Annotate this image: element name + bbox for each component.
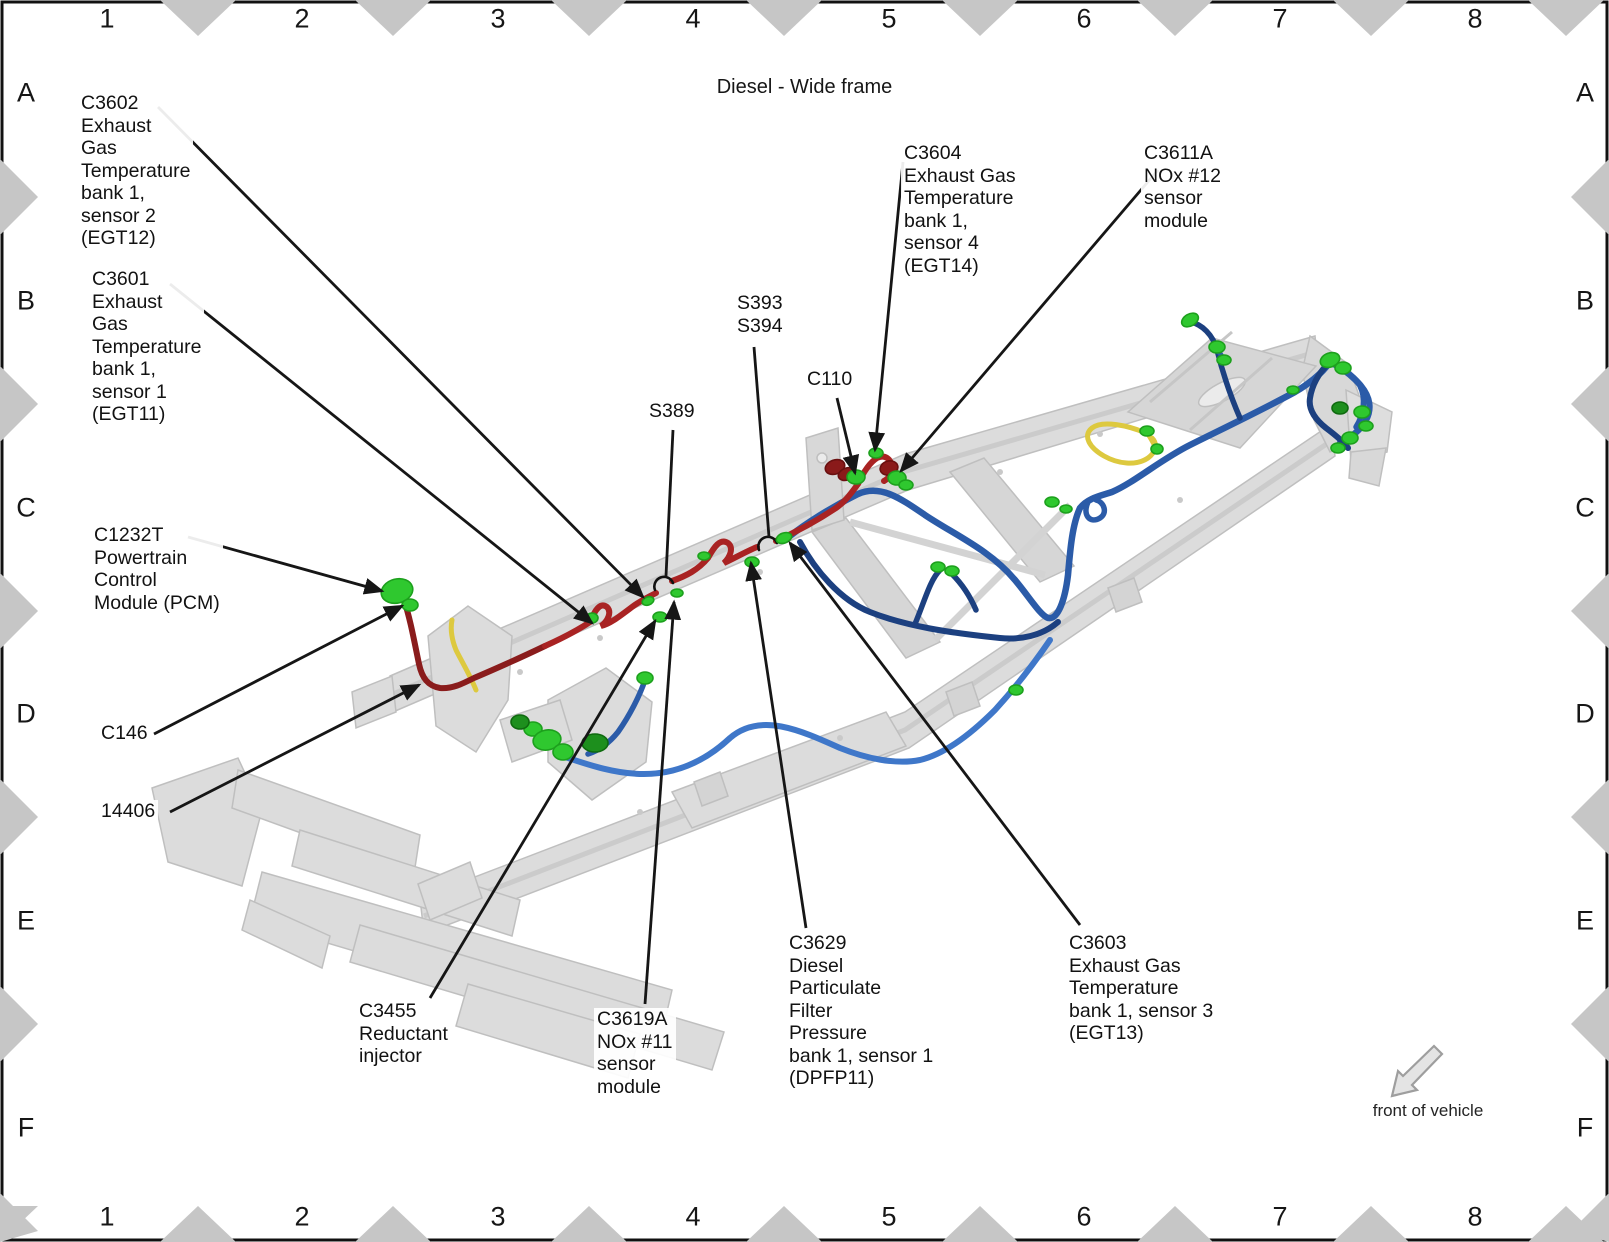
callout-c3629: C3629 Diesel Particulate Filter Pressure… [786,932,937,1090]
leader-c3603 [788,540,1082,926]
grid-row-right-c: C [1575,492,1595,523]
callout-c110: C110 [804,368,856,391]
grid-col-top-2: 2 [294,3,310,34]
callout-c1232t: C1232T Powertrain Control Module (PCM) [91,524,223,614]
grid-row-right-d: D [1575,698,1595,729]
grid-col-bottom-5: 5 [881,1201,897,1232]
leader-c3455 [428,618,657,999]
leader-c3611a [899,169,1160,473]
callout-s389: S389 [646,400,698,423]
leader-14406 [169,683,422,814]
leader-s393 [752,346,771,538]
leader-c110 [835,397,860,476]
leader-c3629 [745,560,808,929]
grid-row-right-f: F [1576,1112,1594,1143]
grid-col-top-1: 1 [99,3,115,34]
callout-c3602: C3602 Exhaust Gas Temperature bank 1, se… [78,92,194,250]
leader-c3601 [169,282,594,625]
leader-c3604 [868,161,905,453]
connectors [380,312,1374,761]
callout-c3455: C3455 Reductant injector [356,1000,451,1068]
leader-c3602 [157,106,645,599]
grid-row-left-f: F [17,1112,35,1143]
callout-14406: 14406 [98,800,159,823]
grid-row-left-d: D [16,698,36,729]
grid-col-bottom-2: 2 [294,1201,310,1232]
grid-col-bottom-8: 8 [1467,1201,1483,1232]
grid-row-left-e: E [16,905,36,936]
leader-c3619a [643,599,682,1005]
grid-col-bottom-7: 7 [1272,1201,1288,1232]
frame-structure [151,330,1393,1079]
callout-c3604: C3604 Exhaust Gas Temperature bank 1, se… [901,142,1019,277]
grid-col-top-6: 6 [1076,3,1092,34]
grid-col-bottom-6: 6 [1076,1201,1092,1232]
grid-col-top-4: 4 [685,3,701,34]
leader-s389 [664,429,675,577]
callout-c3619a: C3619A NOx #11 sensor module [594,1008,676,1098]
grid-row-left-b: B [16,285,36,316]
grid-row-right-b: B [1575,285,1595,316]
grid-row-left-a: A [16,77,36,108]
front-of-vehicle-label: front of vehicle [1372,1101,1484,1120]
page-title: Diesel - Wide frame [716,76,893,98]
grid-row-left-c: C [16,492,36,523]
grid-col-bottom-3: 3 [490,1201,506,1232]
grid-col-bottom-4: 4 [685,1201,701,1232]
grid-col-bottom-1: 1 [99,1201,115,1232]
leader-c146 [153,604,405,736]
grid-row-right-e: E [1575,905,1595,936]
grid-col-top-7: 7 [1272,3,1288,34]
callout-c146: C146 [98,722,151,745]
callout-c3601: C3601 Exhaust Gas Temperature bank 1, se… [89,268,205,426]
callout-c3603: C3603 Exhaust Gas Temperature bank 1, se… [1066,932,1217,1045]
grid-row-right-a: A [1575,77,1595,108]
callout-s393-s394: S393 S394 [734,292,786,337]
grid-col-top-8: 8 [1467,3,1483,34]
grid-col-top-3: 3 [490,3,506,34]
front-of-vehicle-arrow [1390,1044,1444,1098]
callout-c3611a: C3611A NOx #12 sensor module [1141,142,1224,232]
grid-col-top-5: 5 [881,3,897,34]
